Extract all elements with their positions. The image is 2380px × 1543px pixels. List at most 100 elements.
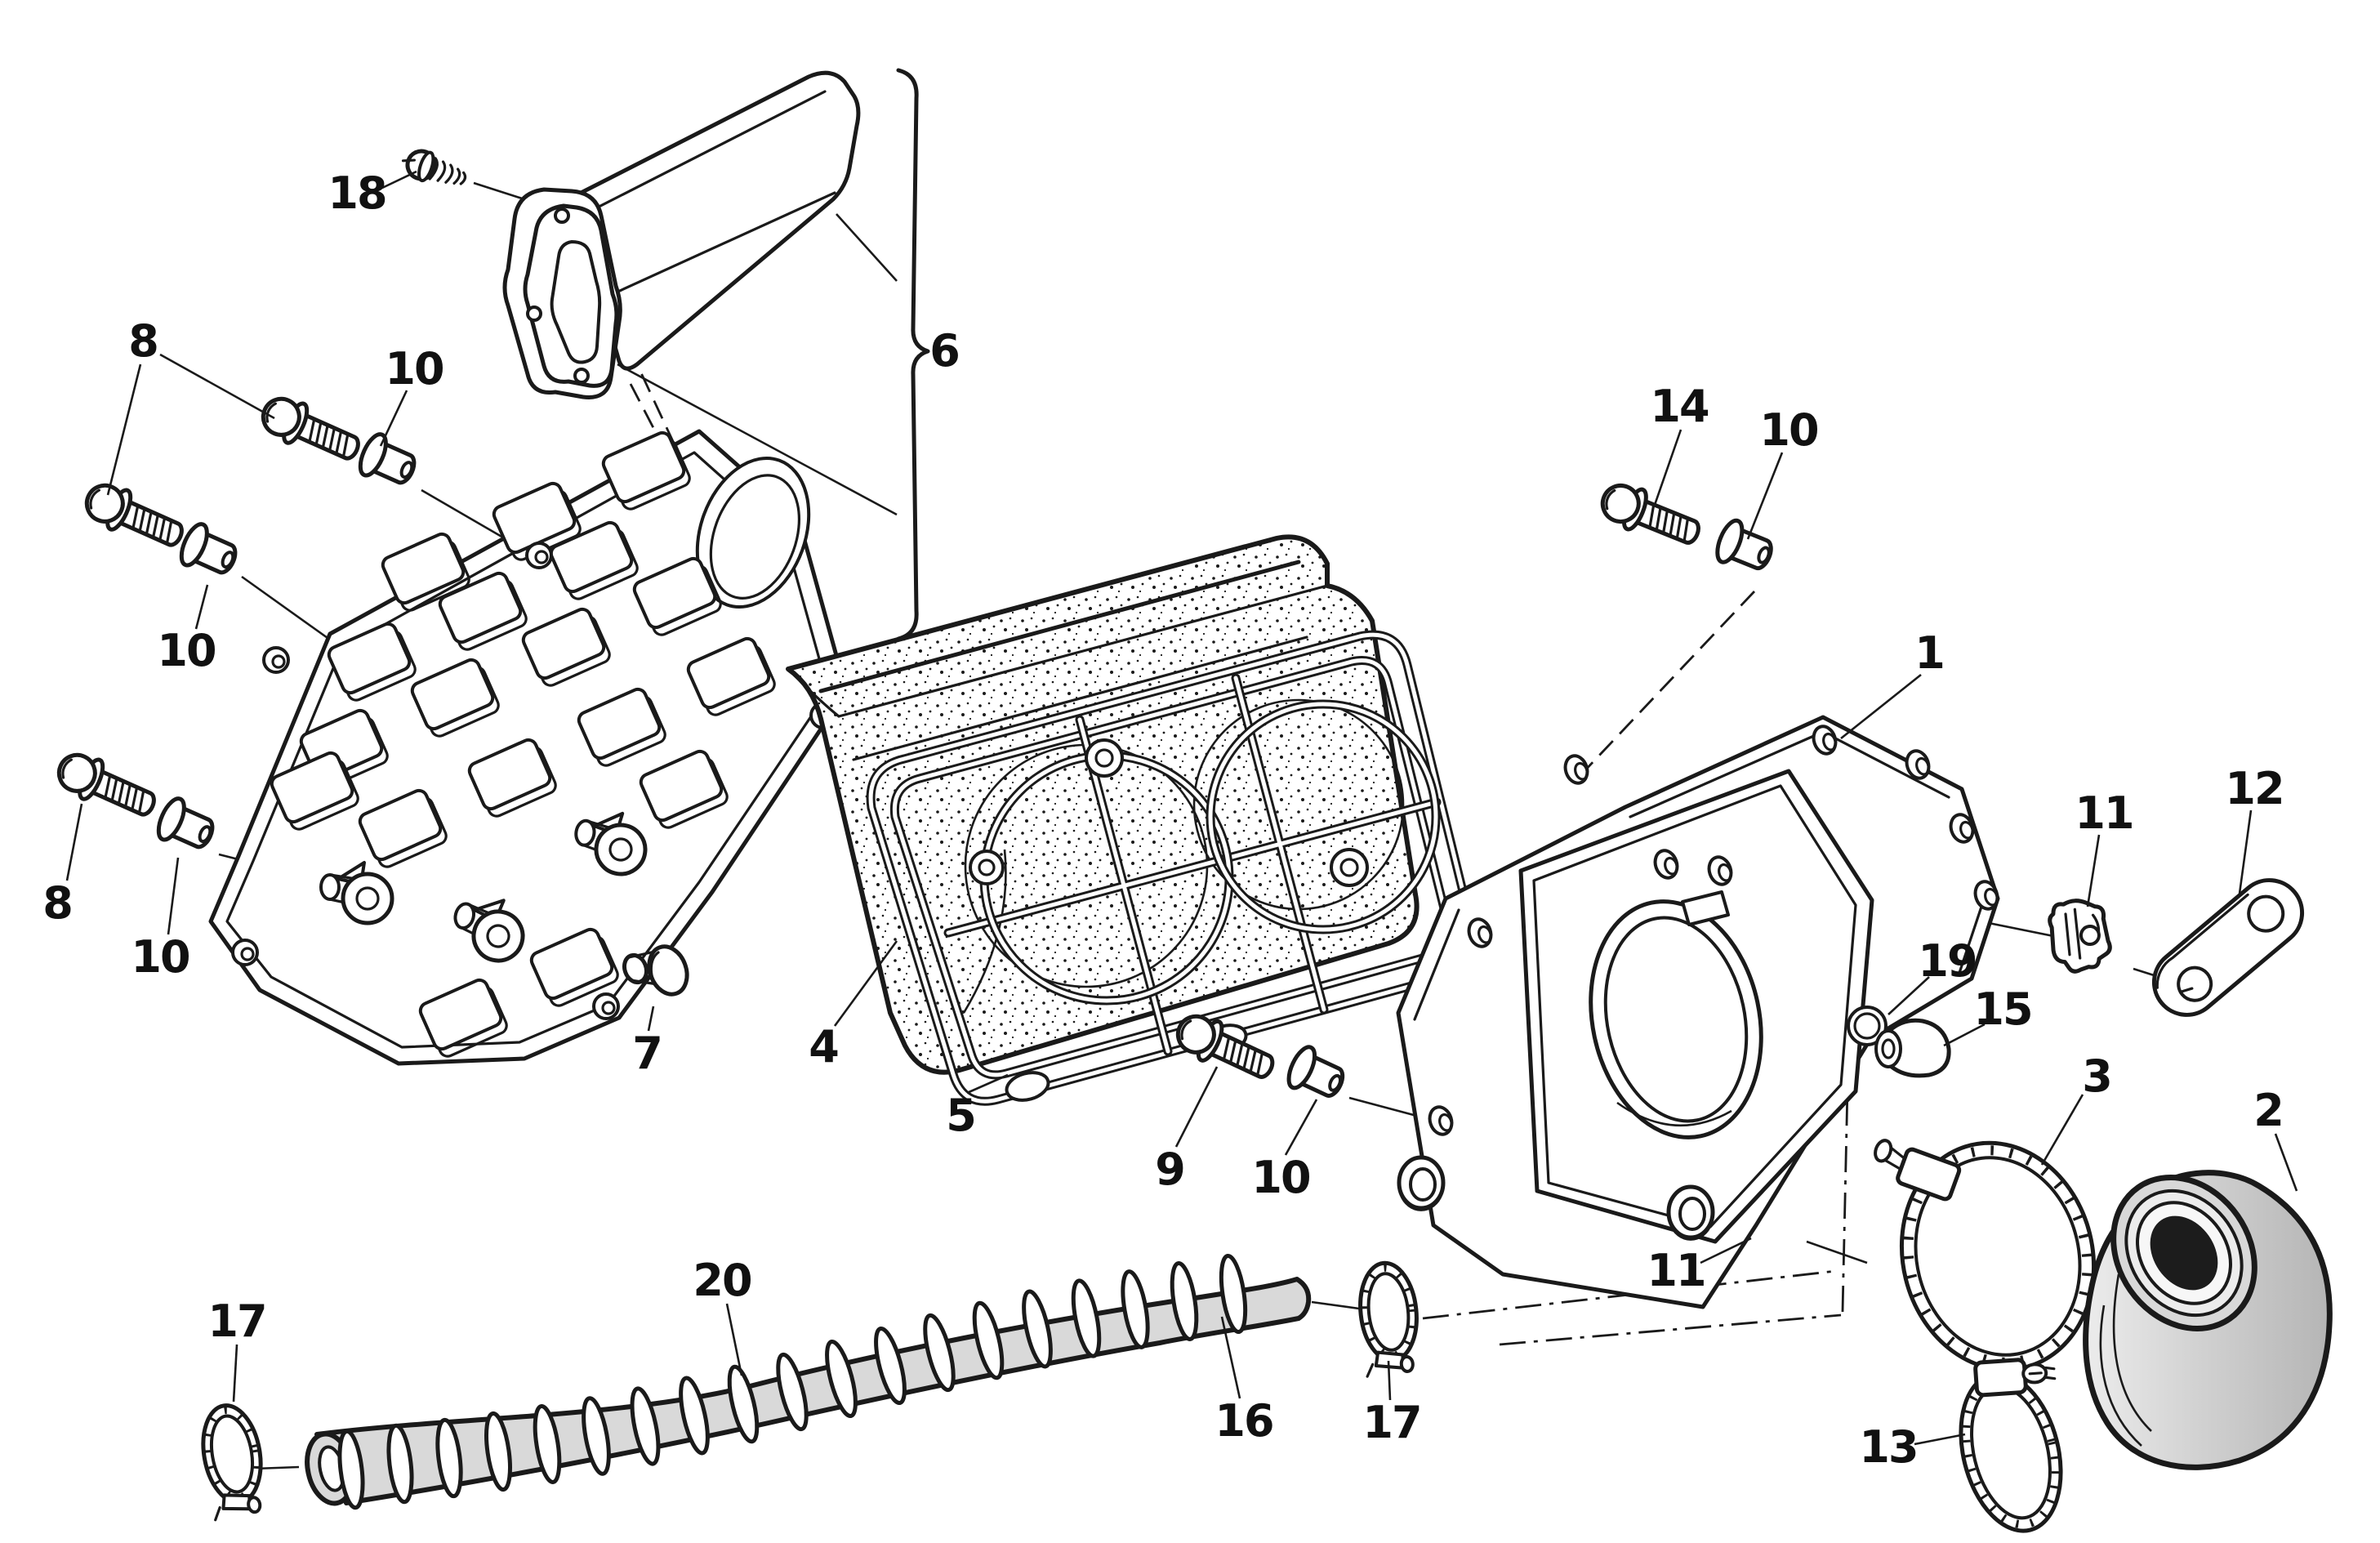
callout-12-label: 12 bbox=[2225, 763, 2284, 814]
leader-line-3 bbox=[2040, 1094, 2084, 1166]
callout-leader-lines bbox=[65, 170, 2298, 1446]
callout-3-label: 3 bbox=[2082, 1050, 2113, 1102]
spacer-10c bbox=[154, 795, 219, 856]
callout-10-label: 10 bbox=[1251, 1152, 1311, 1203]
bolt-9 bbox=[1170, 1007, 1279, 1088]
hose-coil bbox=[776, 1352, 809, 1432]
hose-clamp-17-right bbox=[1356, 1260, 1423, 1376]
callout-11-label: 11 bbox=[2075, 787, 2134, 839]
leader-line-11 bbox=[1700, 1237, 1752, 1264]
hose-coil bbox=[533, 1404, 562, 1484]
o-ring-19 bbox=[1847, 1006, 1888, 1046]
leader-line-20 bbox=[725, 1303, 743, 1376]
hose-coil bbox=[1071, 1278, 1102, 1358]
bolt-8b bbox=[80, 477, 189, 557]
callout-16-label: 16 bbox=[1215, 1395, 1274, 1447]
bolt-8a bbox=[256, 390, 366, 470]
hose-coil bbox=[582, 1396, 611, 1476]
leader-line-12 bbox=[2238, 809, 2253, 894]
leader-line-9 bbox=[1174, 1066, 1219, 1148]
leader-line-11 bbox=[2086, 834, 2101, 908]
leader-line-8 bbox=[159, 353, 275, 420]
hose-spring-coils bbox=[337, 1253, 1248, 1510]
leader-line-10 bbox=[167, 857, 180, 935]
callout-2-label: 2 bbox=[2253, 1085, 2284, 1136]
hose-coil bbox=[386, 1423, 414, 1505]
callout-14-label: 14 bbox=[1650, 381, 1709, 432]
leader-line-1 bbox=[1840, 673, 1922, 740]
spacer-10e bbox=[1713, 517, 1778, 578]
callout-10-label: 10 bbox=[385, 343, 444, 395]
leader-line-10 bbox=[379, 390, 408, 447]
leader-line-2 bbox=[2274, 1133, 2298, 1192]
callout-15-label: 15 bbox=[1973, 983, 2033, 1035]
callout-6-label: 6 bbox=[929, 325, 960, 377]
hose-coil bbox=[727, 1364, 760, 1444]
callout-1-label: 1 bbox=[1914, 627, 1945, 679]
leader-line-10 bbox=[194, 584, 209, 630]
bolt-8c bbox=[52, 747, 162, 827]
leader-line-14 bbox=[1653, 429, 1682, 506]
callout-8-label: 8 bbox=[128, 315, 159, 367]
callout-10-label: 10 bbox=[157, 625, 216, 676]
leader-line-16 bbox=[1220, 1316, 1241, 1399]
hose-clamp-17-left bbox=[196, 1401, 270, 1520]
leader-line-10 bbox=[1284, 1099, 1318, 1156]
hose-coil bbox=[825, 1339, 858, 1419]
callout-18-label: 18 bbox=[328, 167, 387, 219]
callout-10-label: 10 bbox=[131, 931, 190, 983]
callout-11-label: 11 bbox=[1647, 1245, 1706, 1296]
leader-line-8 bbox=[65, 803, 83, 881]
intake-boot-2 bbox=[2083, 1170, 2333, 1470]
intake-snorkel-duct bbox=[546, 70, 861, 371]
bolt-14 bbox=[1596, 477, 1705, 554]
hose-coil bbox=[1022, 1289, 1053, 1369]
side-panel bbox=[208, 428, 849, 1066]
brace-6 bbox=[896, 68, 930, 641]
hose-coil bbox=[679, 1376, 710, 1456]
callout-8-label: 8 bbox=[42, 877, 74, 929]
hose-coil bbox=[630, 1386, 661, 1466]
leader-line-15 bbox=[1943, 1023, 1986, 1047]
callout-4-label: 4 bbox=[809, 1020, 840, 1073]
hose-coil bbox=[972, 1300, 1005, 1380]
hose-coil bbox=[1219, 1253, 1248, 1335]
callout-17-label: 17 bbox=[1362, 1397, 1422, 1448]
leader-line-18 bbox=[381, 170, 417, 190]
callout-20-label: 20 bbox=[693, 1255, 752, 1306]
leader-line-4 bbox=[833, 940, 898, 1027]
drain-hose-20 bbox=[305, 1253, 1312, 1510]
leader-line-7 bbox=[647, 1006, 655, 1032]
callout-17-label: 17 bbox=[207, 1295, 267, 1347]
hose-coil bbox=[923, 1313, 956, 1393]
callout-19-label: 19 bbox=[1918, 935, 1977, 987]
leader-line-5 bbox=[966, 1073, 1009, 1095]
worm-hose-clamp-13 bbox=[1959, 1358, 2063, 1533]
hose-coil bbox=[1170, 1261, 1199, 1341]
intake-snorkel-flange-gasket bbox=[502, 187, 622, 399]
leader-line-10 bbox=[1746, 452, 1784, 540]
hose-coil bbox=[337, 1429, 365, 1510]
leader-line-17 bbox=[232, 1344, 238, 1403]
elbow-fitting-15 bbox=[1874, 1018, 1951, 1078]
leader-line-17 bbox=[1387, 1360, 1392, 1401]
callout-10-label: 10 bbox=[1759, 404, 1819, 456]
leader-line-13 bbox=[1914, 1433, 1966, 1446]
screw-18 bbox=[399, 145, 470, 194]
leader-line-19 bbox=[1888, 976, 1930, 1015]
airbox-housing bbox=[1396, 715, 2003, 1309]
clamp-strap-3 bbox=[1874, 1139, 2097, 1372]
hose-coil bbox=[484, 1411, 512, 1492]
spring-clip-11a bbox=[2047, 897, 2112, 974]
callout-13-label: 13 bbox=[1859, 1421, 1919, 1473]
leader-line-8 bbox=[106, 363, 142, 496]
hose-coil bbox=[1121, 1269, 1150, 1349]
rubber-plug-7 bbox=[622, 944, 689, 997]
callout-7-label: 7 bbox=[632, 1028, 663, 1079]
spacer-10a bbox=[355, 430, 421, 492]
spacer-10b bbox=[176, 520, 242, 582]
link-strap-12 bbox=[2151, 878, 2305, 1017]
filter-wire-cage bbox=[866, 630, 1479, 1106]
